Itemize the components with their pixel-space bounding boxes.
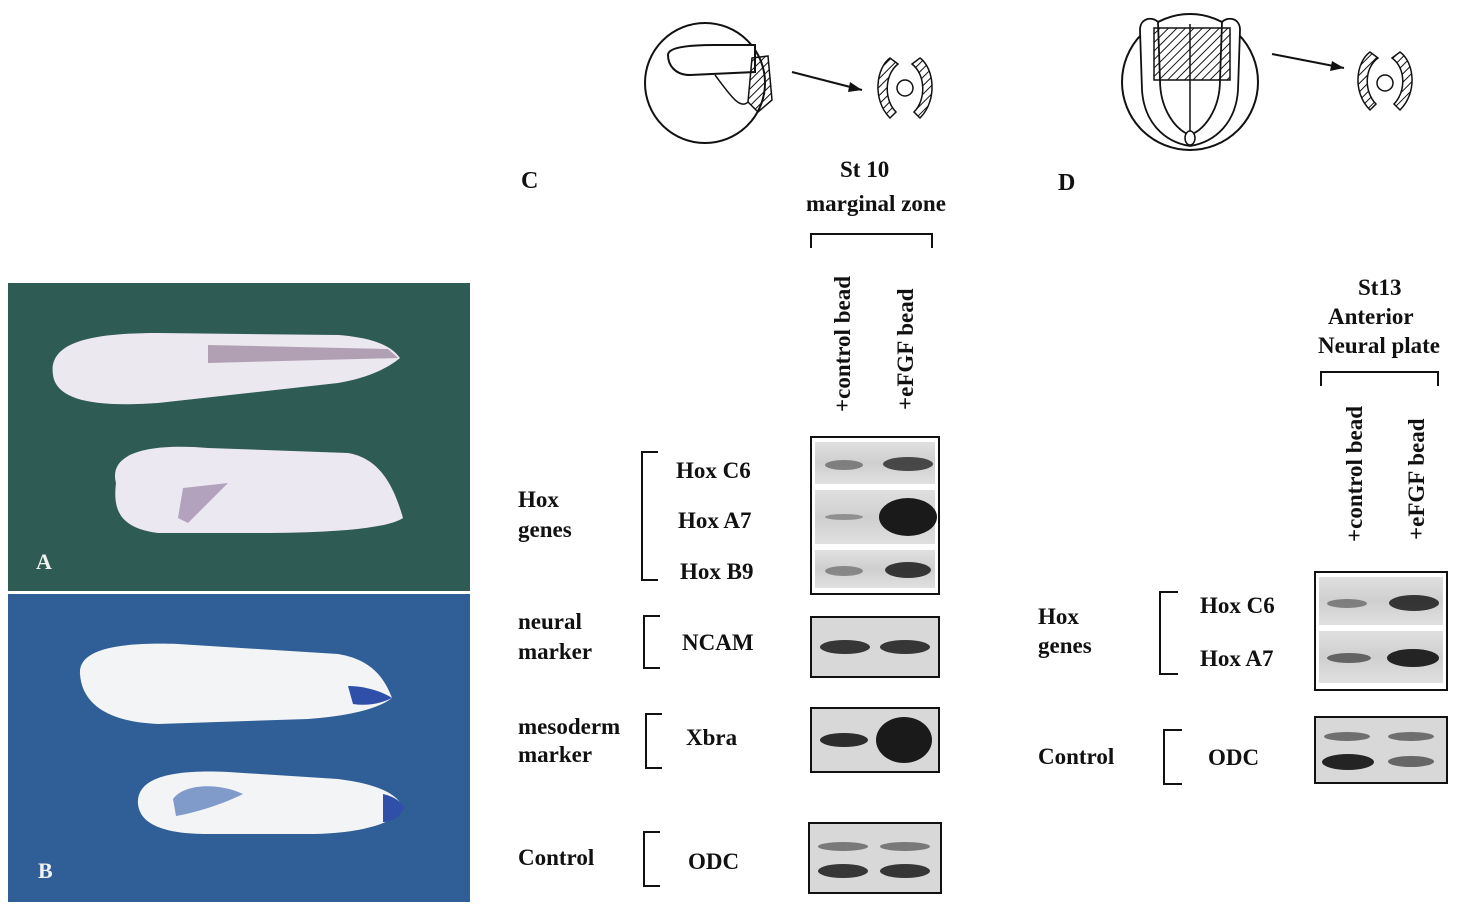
panel-c-mesoderm-group-line1: mesoderm <box>518 714 621 739</box>
panel-c-lane-efgf: +eFGF bead <box>893 288 918 411</box>
band <box>825 460 863 470</box>
band <box>885 562 931 578</box>
band <box>876 717 932 763</box>
panel-c-lane-control: +control bead <box>830 276 855 412</box>
panel-d-hox-group-line1: Hox <box>1038 604 1079 629</box>
panel-d-stage-line2: Anterior <box>1328 304 1414 329</box>
panel-c-ncam-blot <box>810 616 940 678</box>
panel-d-schematic <box>1121 13 1413 151</box>
panel-d-hox-group-line2: genes <box>1038 633 1092 658</box>
embryo-drawing-a <box>52 333 403 533</box>
panel-d-stage-line1: St13 <box>1358 275 1402 300</box>
panel-d-lane-efgf: +eFGF bead <box>1404 418 1429 541</box>
panel-c-xbra-blot <box>810 707 940 773</box>
band <box>1388 732 1434 741</box>
panel-d-letter: D <box>1058 170 1076 196</box>
panel-d-stage-line3: Neural plate <box>1318 333 1441 358</box>
panel-d-hox-bracket <box>1159 591 1178 675</box>
band <box>880 640 930 654</box>
panel-c-hox-group-line1: Hox <box>518 487 559 512</box>
band <box>1324 732 1370 741</box>
panel-c-mesoderm-bracket <box>645 713 662 769</box>
panel-c-schematic <box>644 22 933 144</box>
band <box>1388 756 1434 767</box>
embryo-photo-b: B <box>8 594 470 902</box>
band <box>1327 653 1371 663</box>
panel-c-gene-hox-b9: Hox B9 <box>680 559 754 584</box>
band <box>1327 599 1367 608</box>
panel-c-lane-bracket <box>810 233 933 248</box>
panel-c-hox-group-line2: genes <box>518 517 572 542</box>
band <box>818 864 868 878</box>
panel-c-control-group: Control <box>518 845 595 870</box>
panel-c-hox-bracket <box>641 451 658 581</box>
panel-d-control-group: Control <box>1038 744 1115 769</box>
blot-strip-hox-c6 <box>815 442 935 484</box>
panel-c-gene-hox-c6: Hox C6 <box>676 458 751 483</box>
panel-d-lane-bracket <box>1320 371 1439 386</box>
photo-b-label: B <box>38 858 53 883</box>
band <box>883 457 933 471</box>
band <box>818 842 868 851</box>
panel-c-stage-line1: St 10 <box>840 157 890 182</box>
panel-c-neural-group-line1: neural <box>518 609 582 634</box>
band <box>1389 595 1439 611</box>
panel-c-neural-bracket <box>643 615 660 669</box>
band <box>879 498 937 536</box>
panel-d-gene-odc: ODC <box>1208 745 1260 770</box>
panel-c-gene-xbra: Xbra <box>686 725 738 750</box>
embryo-photo-a: A <box>8 283 470 591</box>
band <box>1387 649 1439 667</box>
panel-d-control-bracket <box>1163 729 1182 785</box>
band <box>880 864 930 878</box>
panel-d-lane-control: +control bead <box>1342 406 1367 542</box>
photo-a-label: A <box>36 549 52 574</box>
panel-c-gene-hox-a7: Hox A7 <box>678 508 752 533</box>
panel-c-hox-blot <box>810 436 940 595</box>
blot-strip-hox-a7 <box>1319 631 1443 683</box>
panel-d-gene-hox-c6: Hox C6 <box>1200 593 1275 618</box>
panel-d-gene-hox-a7: Hox A7 <box>1200 646 1274 671</box>
band <box>820 733 868 747</box>
panel-d-odc-blot <box>1314 716 1448 784</box>
panel-c-control-bracket <box>643 831 660 887</box>
band <box>825 566 863 576</box>
blot-strip-hox-c6 <box>1319 577 1443 625</box>
band <box>1322 754 1374 770</box>
band <box>880 842 930 851</box>
band <box>820 640 870 654</box>
panel-c-stage-line2: marginal zone <box>806 191 946 216</box>
blot-strip-hox-a7 <box>815 490 937 544</box>
panel-c-gene-ncam: NCAM <box>682 630 754 655</box>
panel-d-hox-blot <box>1314 571 1448 691</box>
band <box>825 514 863 520</box>
embryo-drawing-b <box>79 643 404 834</box>
blot-strip-hox-b9 <box>815 550 935 588</box>
panel-c-mesoderm-group-line2: marker <box>518 742 593 767</box>
panel-c-neural-group-line2: marker <box>518 639 593 664</box>
panel-c-gene-odc: ODC <box>688 849 740 874</box>
panel-c-letter: C <box>521 168 539 194</box>
panel-c-odc-blot <box>808 822 942 894</box>
